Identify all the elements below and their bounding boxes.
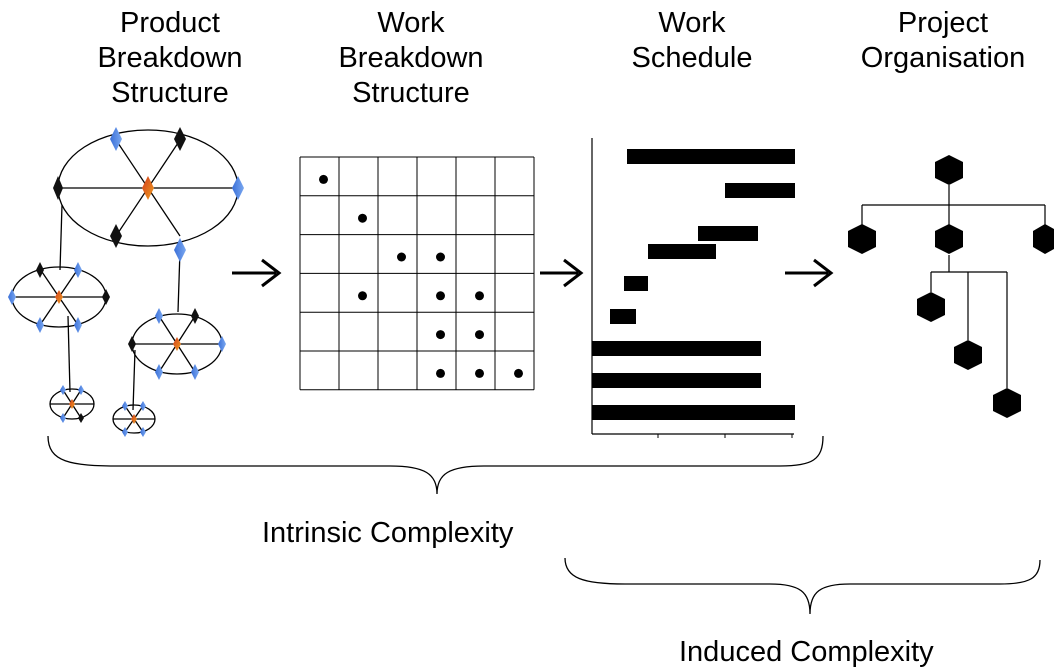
matrix-dot [319, 174, 328, 184]
matrix-dot [475, 291, 484, 301]
product-breakdown-tree [11, 129, 239, 434]
intrinsic-complexity-label: Intrinsic Complexity [262, 517, 514, 549]
title-project-organisation: Project Organisation [843, 6, 1043, 76]
induced-brace [564, 557, 1041, 615]
tree-connector [132, 349, 136, 411]
title-line: Organisation [860, 42, 1026, 74]
induced-complexity-label: Induced Complexity [679, 636, 934, 668]
title-line: Work [377, 7, 445, 39]
title-line: Schedule [631, 42, 753, 74]
gantt-bar [627, 149, 795, 164]
gantt-bar [592, 373, 761, 388]
hexagon-icon [954, 340, 982, 370]
work-schedule-gantt [591, 138, 795, 438]
gantt-bar [610, 309, 636, 324]
hexagon-icon [1033, 224, 1054, 254]
gantt-bar [624, 276, 648, 291]
gantt-bar [592, 405, 795, 420]
title-product-breakdown: Product Breakdown Structure [70, 6, 270, 111]
matrix-dot [358, 213, 367, 223]
matrix-dot [436, 368, 445, 378]
gantt-bar [592, 341, 761, 356]
title-line: Project [897, 7, 989, 39]
matrix-dot [475, 330, 484, 340]
intrinsic-brace [47, 435, 824, 495]
title-line: Breakdown [338, 42, 484, 74]
gantt-bar [698, 226, 758, 241]
title-line: Work [658, 7, 726, 39]
matrix-dot [436, 330, 445, 340]
org-nodes [848, 155, 1054, 418]
diamond-icon-group [8, 127, 244, 437]
gantt-bar [648, 244, 716, 259]
work-breakdown-matrix [299, 156, 535, 391]
title-line: Breakdown [97, 42, 243, 74]
matrix-dot [397, 252, 406, 262]
tree-connector [67, 315, 71, 393]
right-arrow-icon [785, 258, 834, 288]
title-line: Structure [352, 77, 470, 109]
matrix-dot [436, 252, 445, 262]
hexagon-icon [848, 224, 876, 254]
tree-connector [59, 204, 63, 271]
matrix-dot [436, 291, 445, 301]
matrix-dot [475, 368, 484, 378]
project-organisation-chart [861, 185, 1046, 388]
title-line: Product [120, 7, 220, 39]
gantt-bar [725, 183, 795, 198]
title-work-schedule: Work Schedule [592, 6, 792, 76]
hexagon-icon [935, 224, 963, 254]
right-arrow-icon [540, 258, 584, 288]
hexagon-icon [993, 388, 1021, 418]
hexagon-icon [935, 155, 963, 185]
title-work-breakdown: Work Breakdown Structure [311, 6, 511, 111]
hexagon-icon [917, 292, 945, 322]
matrix-dot [514, 368, 523, 378]
right-arrow-icon [232, 258, 282, 288]
matrix-dot [358, 291, 367, 301]
title-line: Structure [111, 77, 229, 109]
